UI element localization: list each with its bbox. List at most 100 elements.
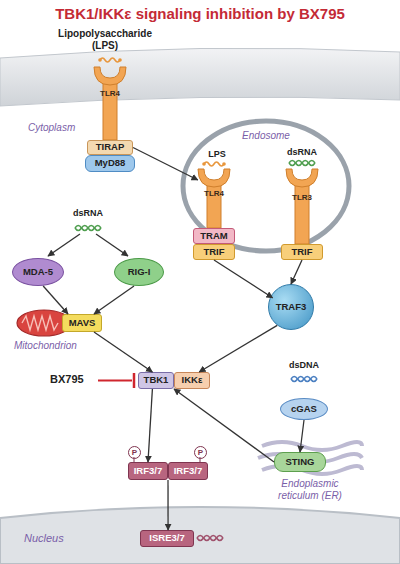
phosphate-stem <box>200 457 201 462</box>
protein-box: STING <box>274 452 326 472</box>
dsrna-glyph <box>289 161 315 166</box>
cell-membrane <box>0 48 400 106</box>
dsrna-glyph <box>75 226 101 231</box>
signal-arrow <box>199 325 277 372</box>
protein-box: IKKε <box>174 372 210 389</box>
protein-box: TRAM <box>193 228 235 244</box>
compartment-label: Nucleus <box>24 532 64 544</box>
lps-glyph <box>100 58 120 62</box>
compartment-label: Cytoplasm <box>28 122 75 134</box>
organelle-label: Endoplasmic reticulum (ER) <box>262 478 358 501</box>
organelle-label: Mitochondrion <box>14 340 77 352</box>
protein-name: ISRE3/7 <box>149 533 184 543</box>
protein-name: IKKε <box>182 375 203 385</box>
endosome-node: EndosomeTLR4TRAM TRIF TLR3TRIF <box>180 118 352 254</box>
protein-name: TIRAP <box>96 142 125 152</box>
protein-name: TRIF <box>291 247 312 257</box>
receptor-shape <box>92 66 128 140</box>
ligand-label: dsRNA <box>280 147 324 157</box>
signal-arrow <box>214 260 273 298</box>
er-membrane <box>262 442 362 450</box>
ligand-arrow <box>48 234 80 256</box>
phosphate-mark: P <box>194 446 207 459</box>
protein-box: TRIF <box>281 244 323 260</box>
dsrna-glyph <box>289 161 315 166</box>
phosphate-stem <box>134 457 135 462</box>
lps-glyph <box>204 162 224 166</box>
protein-box: TIRAP <box>87 140 133 155</box>
dsdna-glyph <box>291 377 317 382</box>
nuclear-envelope <box>0 507 400 564</box>
protein-box: TBK1 <box>138 372 174 389</box>
inhibition-line <box>98 380 132 382</box>
protein-box: TRIF <box>193 244 235 260</box>
protein-name: cGAS <box>291 404 317 414</box>
signal-arrow <box>43 286 68 314</box>
protein-name: IRF3/7 <box>174 466 203 476</box>
protein-box: IRF3/7 <box>128 462 168 480</box>
signal-arrow <box>300 420 304 452</box>
protein-name: STING <box>285 457 314 467</box>
lps-glyph <box>118 58 122 62</box>
dna-glyph <box>197 536 223 541</box>
protein-name: TBK1 <box>144 375 169 385</box>
protein-name: MDA-5 <box>23 267 53 277</box>
protein-name: RIG-I <box>128 267 151 277</box>
protein-ellipse: cGAS <box>280 398 328 420</box>
protein-box: MyD88 <box>85 155 135 172</box>
receptor-stem <box>295 182 309 244</box>
inhibition-bar <box>133 373 136 388</box>
dna-glyph <box>197 536 223 541</box>
dsdna-glyph <box>291 377 317 382</box>
receptor-node: TLR4 <box>92 66 128 140</box>
receptor-name: TLR4 <box>196 190 232 199</box>
protein-name: TRIF <box>203 247 224 257</box>
receptor-ectodomain <box>286 169 318 187</box>
protein-ellipse: RIG-I <box>114 258 164 286</box>
receptor-name: TLR4 <box>92 90 128 99</box>
receptor-name: TLR3 <box>284 194 320 203</box>
protein-name: MAVS <box>69 318 96 328</box>
receptor-stem <box>103 80 117 140</box>
compartment-label: Endosome <box>180 130 352 141</box>
protein-box: IRF3/7 <box>168 462 208 480</box>
protein-box: MAVS <box>62 314 102 332</box>
receptor-node: TLR3 <box>284 168 320 244</box>
lps-glyph <box>222 162 226 166</box>
phosphate-mark: P <box>128 446 141 459</box>
spacer <box>300 378 304 379</box>
dsrna-glyph <box>75 226 101 231</box>
signal-arrow <box>174 389 274 462</box>
nucleus-node: Nucleus ISRE3/7 <box>0 498 400 564</box>
signal-arrow <box>148 389 152 462</box>
inhibitor-label: BX795 <box>50 373 84 386</box>
protein-name: IRF3/7 <box>134 466 163 476</box>
ligand-label: Lipopolysaccharide (LPS) <box>50 28 160 51</box>
mitochondrion-cristae <box>22 316 58 330</box>
ligand-label: dsRNA <box>66 208 110 218</box>
protein-box: ISRE3/7 <box>140 530 194 547</box>
protein-name: MyD88 <box>95 158 126 168</box>
receptor-node: TLR4 <box>196 168 232 228</box>
ligand-arrow <box>96 234 128 256</box>
receptor-ectodomain <box>198 169 230 187</box>
lps-glyph <box>98 58 102 62</box>
ligand-label: LPS <box>200 149 234 159</box>
nucleus-shape <box>0 498 400 564</box>
signal-arrow <box>167 480 168 530</box>
ligand-label: dsDNA <box>282 360 326 370</box>
protein-name: TRAM <box>200 231 227 241</box>
lps-glyph <box>202 162 206 166</box>
diagram-title: TBK1/IKKε signaling inhibition by BX795 <box>0 5 400 23</box>
protein-ellipse: MDA-5 <box>12 258 64 286</box>
signal-arrow <box>94 332 152 372</box>
protein-ellipse: TRAF3 <box>268 284 314 330</box>
receptor-shape <box>284 168 320 244</box>
signal-arrow <box>133 148 198 181</box>
receptor-stem <box>207 182 221 228</box>
receptor-ectodomain <box>94 67 126 85</box>
